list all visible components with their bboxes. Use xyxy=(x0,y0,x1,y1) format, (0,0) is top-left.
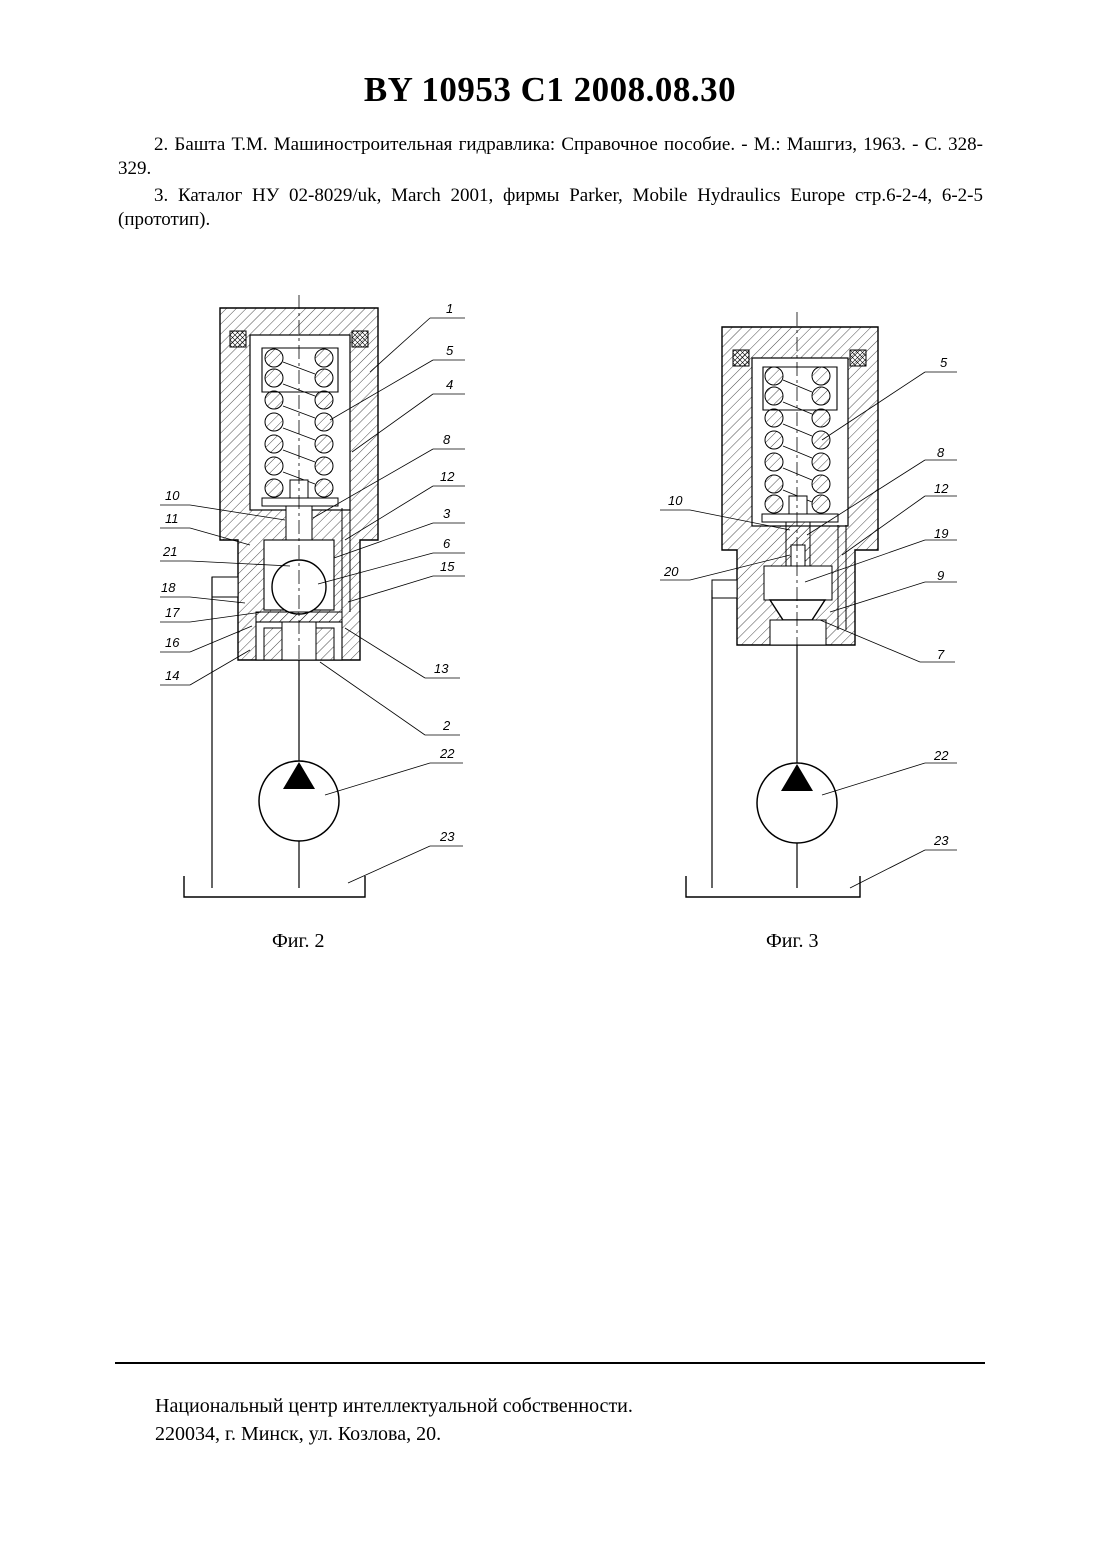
label-13: 13 xyxy=(434,661,449,676)
footer-organization: Национальный центр интеллектуальной собс… xyxy=(155,1392,633,1420)
label-19: 19 xyxy=(934,526,948,541)
label-22: 22 xyxy=(439,746,455,761)
label-10: 10 xyxy=(668,493,683,508)
label-8: 8 xyxy=(443,432,451,447)
label-21: 21 xyxy=(162,544,177,559)
label-5: 5 xyxy=(940,355,948,370)
figure-3-caption: Фиг. 3 xyxy=(766,930,818,953)
label-5: 5 xyxy=(446,343,454,358)
label-3: 3 xyxy=(443,506,451,521)
label-22: 22 xyxy=(933,748,949,763)
label-11: 11 xyxy=(165,511,179,526)
footer-address: 220034, г. Минск, ул. Козлова, 20. xyxy=(155,1420,633,1448)
label-15: 15 xyxy=(440,559,455,574)
label-20: 20 xyxy=(663,564,679,579)
label-10: 10 xyxy=(165,488,180,503)
label-17: 17 xyxy=(165,605,180,620)
footer: Национальный центр интеллектуальной собс… xyxy=(155,1392,633,1448)
label-12: 12 xyxy=(934,481,949,496)
label-4: 4 xyxy=(446,377,453,392)
label-2: 2 xyxy=(442,718,451,733)
label-16: 16 xyxy=(165,635,180,650)
footer-divider xyxy=(115,1362,985,1364)
figure-3-drawing: 5 8 12 19 9 7 22 23 10 20 xyxy=(660,312,957,897)
label-1: 1 xyxy=(446,301,453,316)
label-7: 7 xyxy=(937,647,945,662)
label-23: 23 xyxy=(933,833,949,848)
label-18: 18 xyxy=(161,580,176,595)
label-6: 6 xyxy=(443,536,451,551)
label-23: 23 xyxy=(439,829,455,844)
figure-2-drawing: 1 5 4 8 12 3 6 15 13 2 22 23 10 11 21 18… xyxy=(160,295,465,897)
label-9: 9 xyxy=(937,568,944,583)
label-12: 12 xyxy=(440,469,455,484)
figure-2-caption: Фиг. 2 xyxy=(272,930,324,953)
label-14: 14 xyxy=(165,668,179,683)
label-8: 8 xyxy=(937,445,945,460)
